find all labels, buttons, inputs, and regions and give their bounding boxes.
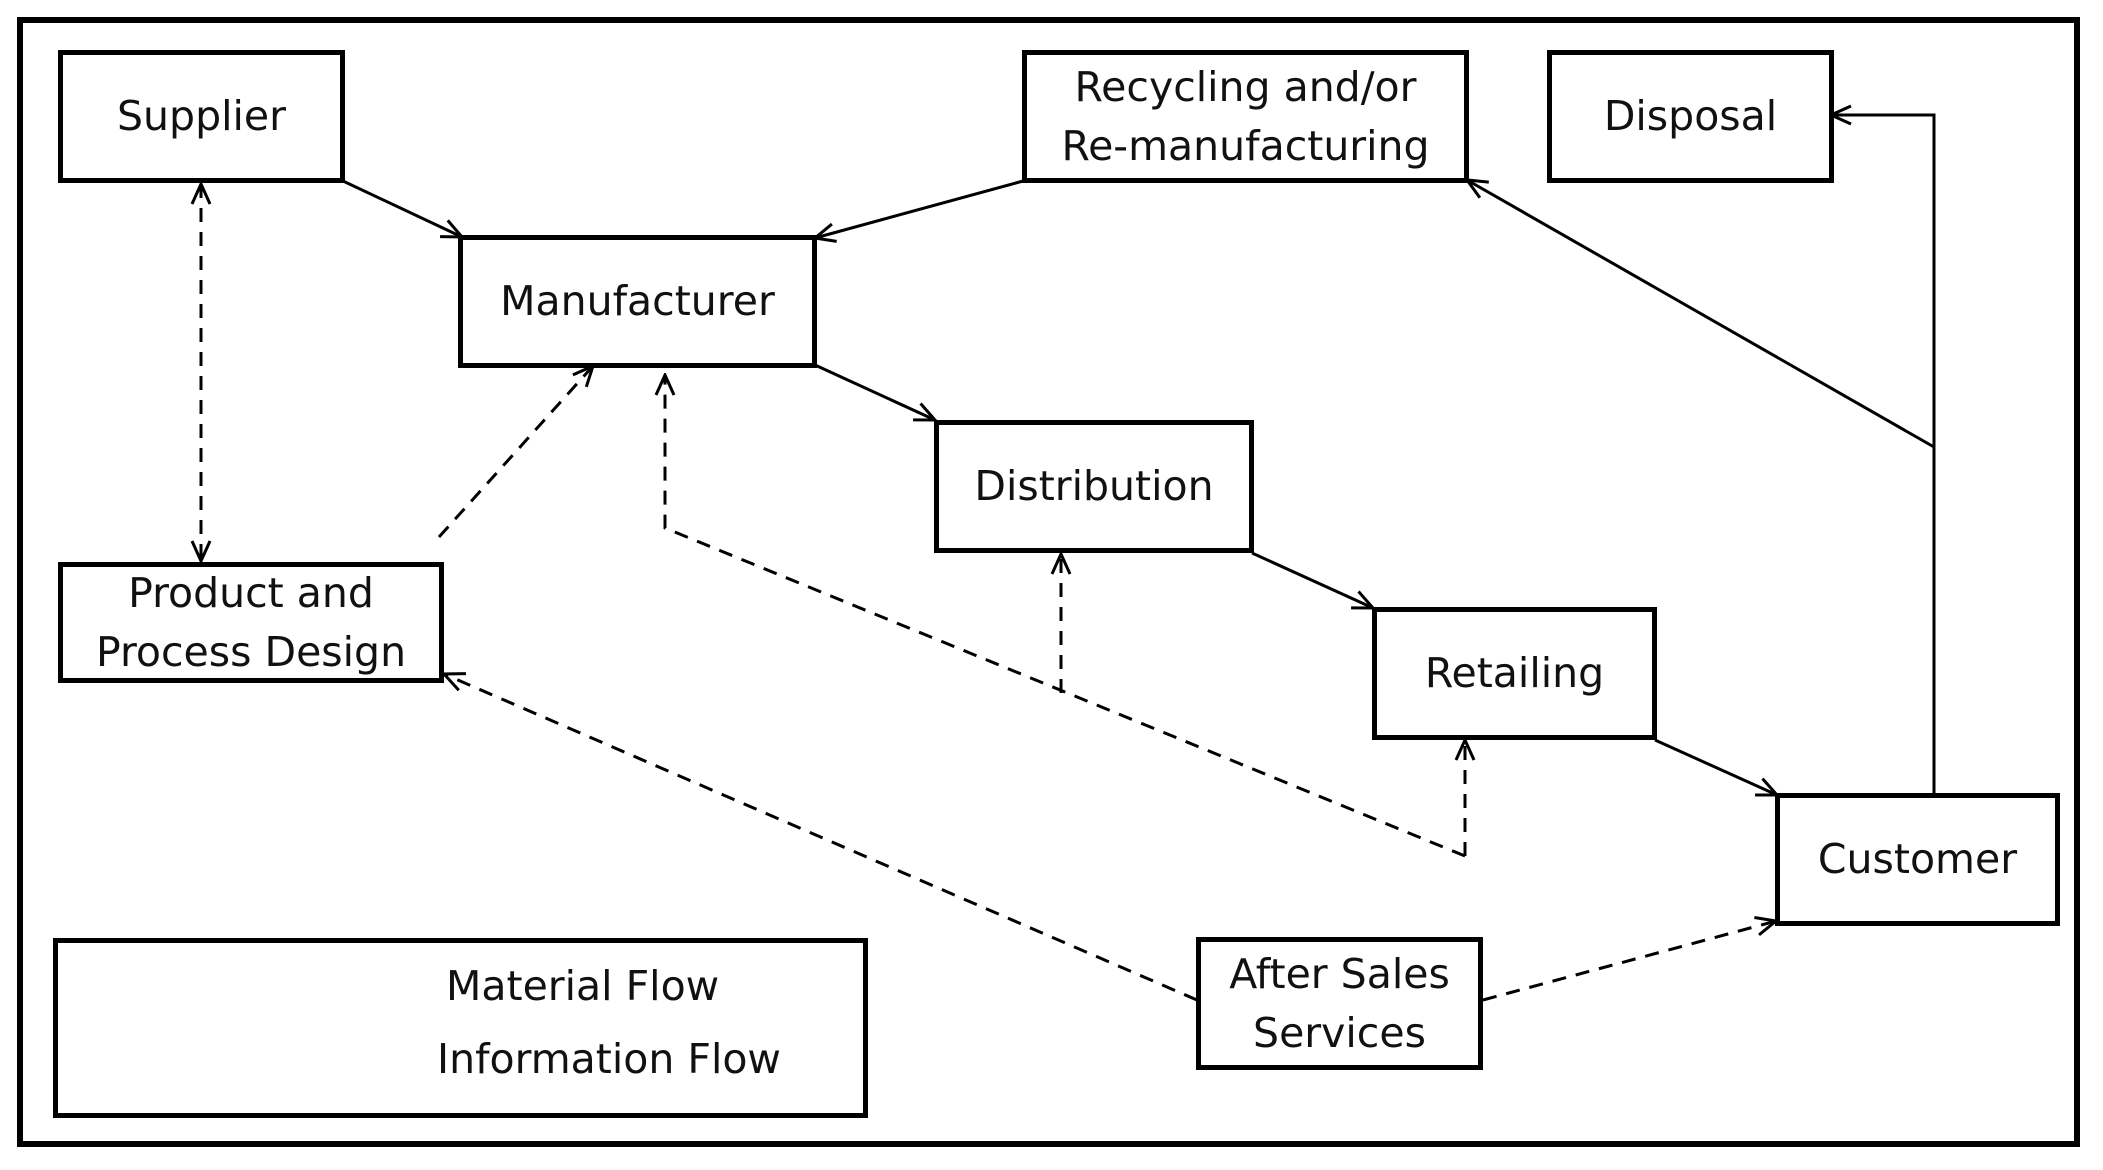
legend-information-flow-label: Information Flow [437, 1035, 781, 1083]
node-supplier-label: Supplier [117, 92, 286, 140]
node-supplier: Supplier [58, 50, 345, 183]
node-recycling-label: Recycling and/or Re-manufacturing [1061, 62, 1430, 170]
node-customer: Customer [1775, 793, 2060, 926]
diagram-frame [17, 17, 2080, 1147]
node-retailing: Retailing [1372, 607, 1657, 740]
arrow-manufacturer-to-distribution [814, 363, 935, 420]
node-product-design: Product and Process Design [58, 562, 444, 683]
node-manufacturer: Manufacturer [458, 235, 817, 368]
legend-box [53, 938, 868, 1118]
node-retailing-label: Retailing [1424, 649, 1605, 697]
legend-material-flow-label: Material Flow [446, 962, 720, 1010]
node-manufacturer-label: Manufacturer [500, 277, 775, 325]
node-recycling: Recycling and/or Re-manufacturing [1022, 50, 1469, 183]
arrow-retailing-to-manufacturer [665, 375, 1466, 858]
arrow-supplier-to-manufacturer [342, 179, 462, 237]
node-product-design-label: Product and Process Design [95, 568, 407, 676]
arrow-customer-to-recycling [1467, 180, 1935, 449]
arrow-customer-to-disposal [1831, 115, 1936, 793]
node-after-sales: After Sales Services [1196, 937, 1483, 1070]
node-customer-label: Customer [1817, 835, 2018, 883]
node-distribution-label: Distribution [974, 462, 1214, 510]
arrow-retailing-to-customer [1654, 738, 1777, 795]
node-distribution: Distribution [934, 420, 1254, 553]
node-after-sales-label: After Sales Services [1229, 949, 1450, 1057]
arrow-design-to-manufacturer [437, 366, 593, 539]
arrow-aftersales-to-customer [1482, 921, 1776, 1002]
node-disposal: Disposal [1547, 50, 1834, 183]
arrow-aftersales-to-design [444, 674, 1198, 1002]
node-disposal-label: Disposal [1603, 92, 1778, 140]
arrow-distribution-to-retailing [1251, 551, 1373, 608]
arrow-recycling-to-manufacturer [815, 179, 1024, 238]
